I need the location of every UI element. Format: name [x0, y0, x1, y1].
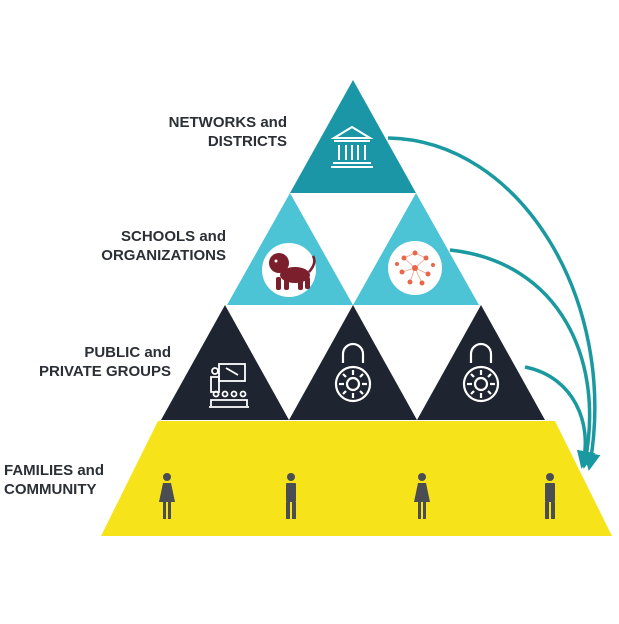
arrow-from-networks — [387, 136, 601, 471]
man-icon — [286, 473, 296, 519]
public-tier-middle — [289, 305, 417, 420]
building-icon — [330, 125, 374, 168]
network-graph-icon — [388, 241, 442, 295]
lion-mascot-icon — [262, 243, 316, 297]
families-tier — [101, 421, 612, 536]
man-icon — [545, 473, 555, 519]
public-label: PUBLIC and PRIVATE GROUPS — [39, 343, 171, 381]
public-label-line2: PRIVATE GROUPS — [39, 363, 171, 380]
networks-label-line1: NETWORKS and — [168, 114, 287, 131]
families-label-line2: COMMUNITY — [4, 481, 97, 498]
schools-label-line2: ORGANIZATIONS — [101, 247, 226, 264]
public-label-line1: PUBLIC and — [84, 344, 171, 361]
schools-label-line1: SCHOOLS and — [120, 228, 226, 245]
padlock-icon — [462, 342, 500, 403]
families-label-line1: FAMILIES and — [4, 462, 105, 479]
networks-label-line2: DISTRICTS — [207, 133, 287, 150]
families-label: FAMILIES and COMMUNITY — [4, 461, 104, 499]
arrow-from-public — [524, 365, 594, 469]
public-tier-right — [417, 305, 545, 420]
schools-label: SCHOOLS and ORGANIZATIONS — [101, 227, 226, 265]
networks-tier — [290, 80, 416, 193]
networks-label: NETWORKS and DISTRICTS — [169, 113, 287, 151]
arrow-from-schools — [449, 248, 596, 469]
woman-icon — [414, 473, 430, 519]
woman-icon — [159, 473, 175, 519]
padlock-icon — [334, 342, 372, 403]
public-tier-left — [161, 305, 289, 420]
classroom-teacher-icon — [209, 363, 249, 408]
